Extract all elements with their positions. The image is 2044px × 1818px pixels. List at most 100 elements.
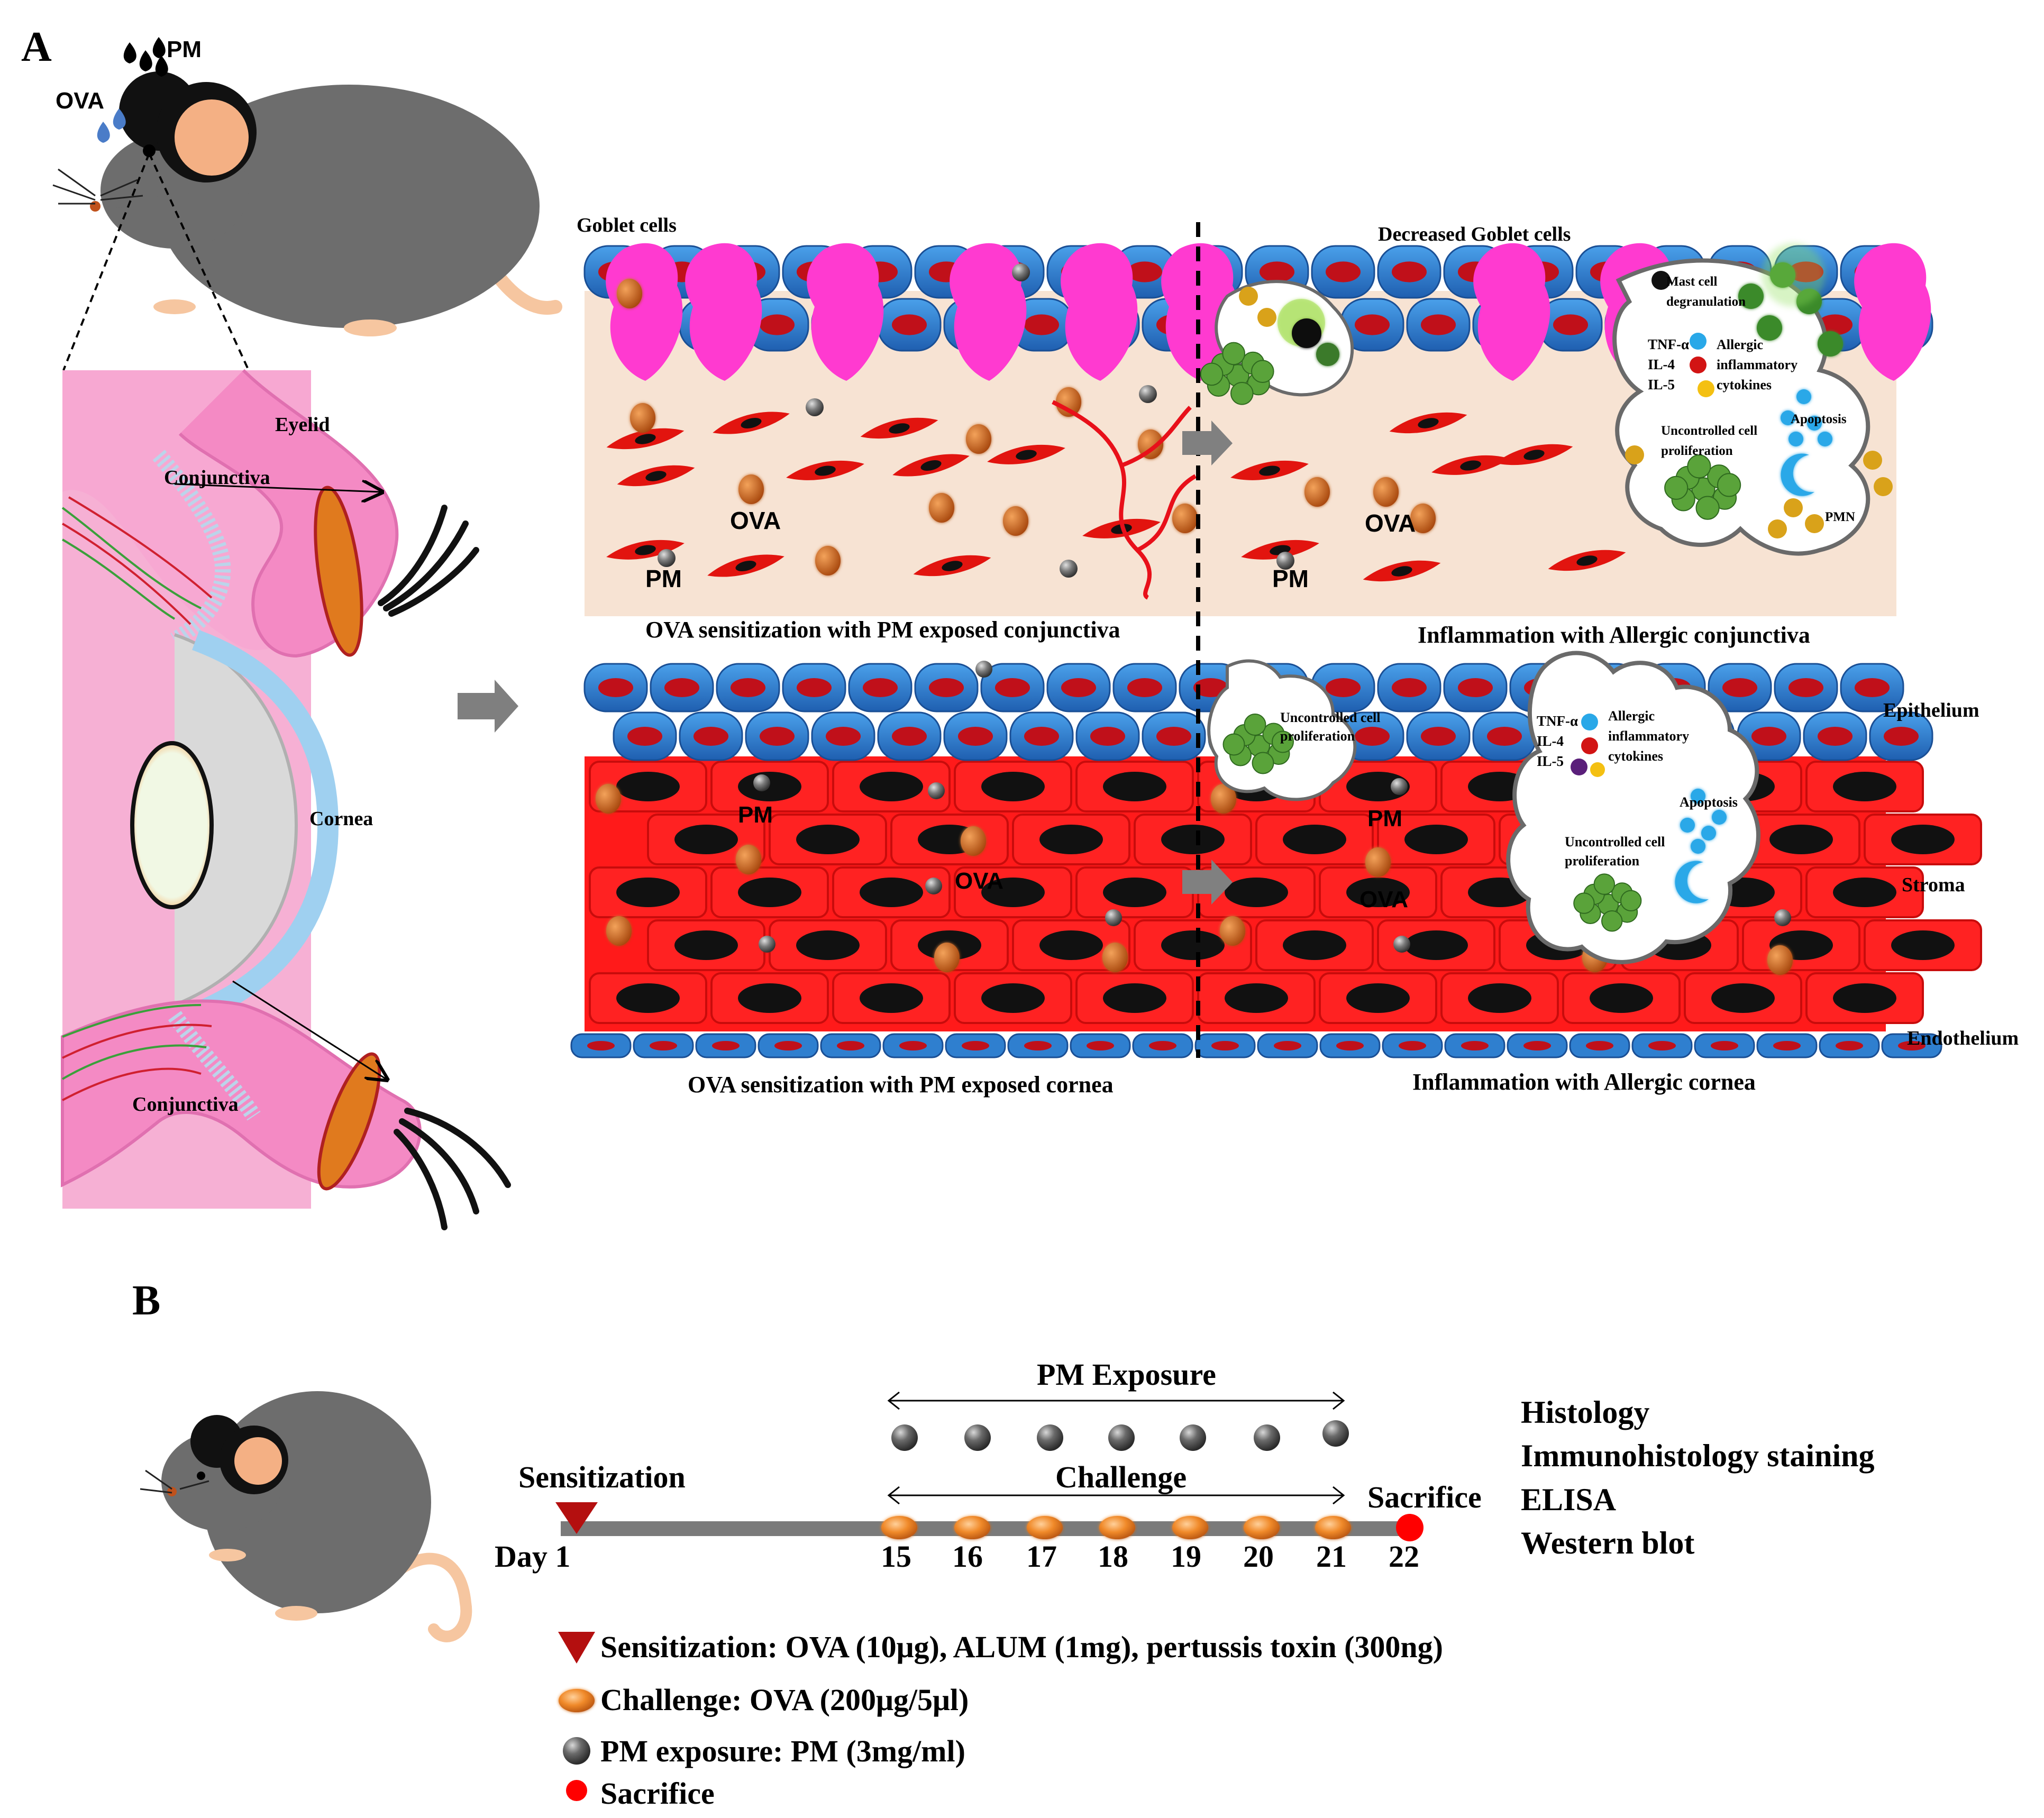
challenge-label: Challenge [1055, 1460, 1187, 1494]
keratocyte-nucleus [1039, 825, 1103, 854]
fibroblast [1495, 444, 1573, 465]
mouse-illustration-b [140, 1391, 472, 1642]
ova-particle [961, 826, 986, 856]
stage-arrow-top-icon [1182, 421, 1233, 465]
cornea-particles [596, 661, 1793, 975]
nucleus [1883, 727, 1919, 746]
keratocyte-nucleus [860, 983, 923, 1013]
nucleus [730, 678, 766, 697]
ova-particle [738, 474, 764, 504]
pm-particle [1060, 560, 1078, 578]
conj-inflammatory-label: inflammatory [1717, 357, 1797, 372]
nucleus [899, 1041, 927, 1050]
assay-elisa: ELISA [1521, 1482, 1616, 1517]
keratocyte-nucleus [1283, 825, 1346, 854]
nucleus [1711, 1041, 1738, 1050]
goblet-cell [950, 243, 1027, 381]
sacrifice-label: Sacrifice [1367, 1480, 1482, 1514]
keratocyte-nucleus [738, 983, 801, 1013]
pm-particle [806, 398, 824, 416]
ova-particle [1138, 430, 1163, 459]
nucleus [1149, 1041, 1176, 1050]
cornea-endothelium [570, 1033, 1942, 1058]
keratocyte-nucleus [616, 772, 680, 801]
fibroblast [606, 428, 685, 450]
cornea-uncontrolled-label-3: Uncontrolled cell [1565, 834, 1665, 849]
keratocyte-nucleus [1891, 825, 1955, 854]
keratocyte-nucleus [616, 878, 680, 907]
cornea-uncontrolled-label-4: proliferation [1565, 853, 1640, 869]
keratocyte-nucleus [981, 983, 1045, 1013]
cornea-cytokines-label: cytokines [1608, 748, 1663, 764]
keratocyte-nucleus [796, 825, 860, 854]
ova-particle [1410, 504, 1436, 533]
conj-allergic-label: Allergic [1717, 337, 1763, 352]
nucleus [664, 678, 700, 697]
nucleus [837, 1041, 864, 1050]
legend-pm-exposure: PM exposure: PM (3mg/ml) [600, 1734, 965, 1768]
ova-particle [1365, 847, 1391, 877]
nucleus [1461, 1041, 1489, 1050]
mast-cell-granule [1818, 331, 1843, 357]
fibroblast [1363, 560, 1441, 582]
cornea-schematic [570, 651, 1982, 1058]
keratocyte-nucleus [1404, 825, 1468, 854]
nucleus [1061, 678, 1097, 697]
nucleus [627, 727, 663, 746]
pm-particle [1774, 909, 1791, 926]
conjunctiva-arrow-top [174, 484, 381, 492]
nucleus [1722, 678, 1758, 697]
assay-western-blot: Western blot [1521, 1525, 1694, 1560]
fibroblast [617, 465, 695, 487]
ova-particle [630, 403, 655, 433]
conjunctiva-arrow-bottom [232, 980, 386, 1079]
ova-particle [1172, 504, 1198, 533]
day-label: 18 [1098, 1539, 1128, 1574]
pmn-cell [1768, 519, 1787, 538]
pm-droplets-icon [123, 37, 168, 77]
nucleus [1391, 261, 1427, 282]
mast-cell-glow [1762, 243, 1825, 307]
conj-left-ova-label: OVA [730, 507, 781, 534]
nucleus [774, 1041, 802, 1050]
mouse-illustration-a [52, 37, 562, 336]
legend-sacrifice: Sacrifice [600, 1776, 715, 1811]
ova-particle [596, 784, 621, 814]
proliferating-cell-cluster [1664, 454, 1741, 520]
cornea-tnf-label: TNF-α [1537, 713, 1578, 729]
mouse-ova-label: OVA [56, 88, 104, 114]
stage-arrow-bottom-icon [1182, 860, 1233, 905]
conj-il5-label: IL-5 [1648, 377, 1675, 392]
nucleus [1024, 314, 1060, 335]
epithelium-label: Epithelium [1883, 699, 1979, 721]
pm-sphere-icon [891, 1424, 918, 1451]
nucleus [1391, 678, 1427, 697]
ova-particle [929, 493, 954, 523]
apoptotic-body [1818, 432, 1832, 446]
apoptotic-body [1691, 789, 1705, 803]
sensitization-marker-icon [555, 1502, 598, 1534]
goblet-cell [807, 243, 884, 381]
conj-cytokines-label: cytokines [1717, 377, 1772, 392]
legend-sensitization: Sensitization: OVA (10μg), ALUM (1mg), p… [600, 1630, 1443, 1664]
nucleus [891, 727, 927, 746]
challenge-oval-icon [1315, 1516, 1351, 1539]
keratocyte-nucleus [981, 878, 1045, 907]
pmn-cell [1863, 451, 1882, 470]
pm-sphere-icon [964, 1424, 991, 1451]
nucleus [1586, 1041, 1613, 1050]
ova-particle [1211, 784, 1236, 814]
cornea-left-caption: OVA sensitization with PM exposed cornea [688, 1072, 1114, 1098]
day-label: 16 [952, 1539, 983, 1574]
cornea-right-pm-label: PM [1367, 806, 1402, 832]
pm-sphere-icon [1180, 1424, 1206, 1451]
ova-particle [606, 916, 632, 946]
panel-b-label: B [132, 1277, 160, 1324]
cornea-apoptosis-label: Apoptosis [1680, 794, 1738, 810]
keratocyte-nucleus [1103, 983, 1166, 1013]
fibroblast [1230, 460, 1309, 480]
nucleus [759, 314, 795, 335]
pm-sphere-icon [1108, 1424, 1135, 1451]
keratocyte-nucleus [616, 983, 680, 1013]
zoom-line-right [148, 153, 250, 371]
